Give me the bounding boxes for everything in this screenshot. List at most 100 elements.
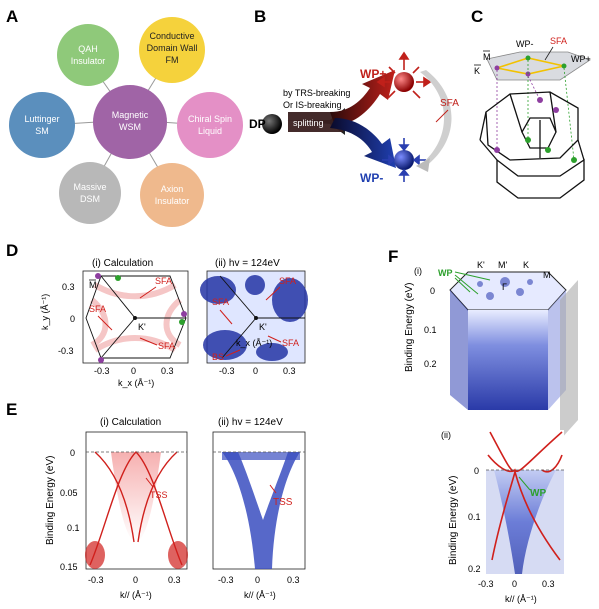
bubble-dsm-line-1: Massive: [73, 182, 106, 192]
d-ii-bs: BS: [212, 352, 224, 362]
panel-f-i: (i) K' M' K M Γ WP 0 0.1 0.2 Binding Ene…: [404, 260, 578, 440]
dp-label: DP: [249, 117, 266, 131]
mech-label-2: Or IS-breaking: [283, 100, 342, 110]
bubble-axion: [140, 163, 204, 227]
d-i-mbar: M: [89, 280, 97, 290]
panel-label-a: A: [6, 7, 18, 26]
f-i-wp: WP: [438, 268, 453, 278]
f-ii-ytick-3: 0.2: [468, 564, 481, 574]
bubble-qah-line-1: QAH: [78, 44, 98, 54]
panel-b-diagram: DP splitting by TRS-breaking Or IS-break…: [249, 51, 459, 185]
d-i-sfa3: SFA: [158, 341, 175, 351]
e-i-xtick-2: 0: [133, 575, 138, 585]
e-ii-xtick-3: 0.3: [287, 575, 300, 585]
panel-a-diagram: Magnetic WSM QAH Insulator Conductive Do…: [9, 17, 243, 227]
panel-label-d: D: [6, 241, 18, 260]
sfa-label-b: SFA: [440, 98, 459, 109]
splitting-label: splitting: [293, 118, 324, 128]
e-i-tss: TSS: [150, 490, 168, 500]
e-i-title: (i) Calculation: [100, 417, 161, 428]
d-ylabel: k_y (Å⁻¹): [40, 294, 50, 330]
panel-label-f: F: [388, 247, 398, 266]
e-i-xtick-1: -0.3: [88, 575, 104, 585]
sfa-label-c: SFA: [550, 36, 567, 46]
f-gamma: Γ: [502, 282, 507, 292]
panel-c-diagram: SFA WP- WP+ K M: [474, 36, 591, 199]
bubble-chiral-line-2: Liquid: [198, 126, 222, 136]
f-ii-xtick-2: 0: [512, 579, 517, 589]
panel-label-e: E: [6, 400, 17, 419]
f-ii-ylabel: Binding Energy (eV): [448, 476, 459, 566]
f-top-m2: M: [543, 270, 551, 280]
bubble-center: [93, 85, 167, 159]
bubble-qah: [57, 24, 119, 86]
f-ii-wp: WP: [530, 488, 546, 499]
panel-label-c: C: [471, 7, 483, 26]
bubble-qah-line-2: Insulator: [71, 56, 106, 66]
bubble-luttinger: [9, 92, 75, 158]
e-i-xtick-3: 0.3: [168, 575, 181, 585]
wp-plus-label: WP+: [360, 67, 386, 81]
f-top-m1: M': [498, 260, 507, 270]
f-ii-xtick-1: -0.3: [478, 579, 494, 589]
d-ii-xlabel: k_x (Å⁻¹): [236, 338, 272, 348]
f-i-ytick-3: 0.2: [424, 359, 437, 369]
e-ii-xlabel: k// (Å⁻¹): [244, 590, 276, 600]
center-line-2: WSM: [119, 122, 141, 132]
f-i-ytick-2: 0.1: [424, 325, 437, 335]
d-i-title: (i) Calculation: [92, 258, 153, 269]
bubble-massive-dsm: [59, 162, 121, 224]
d-ytick-1: 0.3: [62, 282, 75, 292]
d-ii-xtick-1: -0.3: [219, 366, 235, 376]
bubble-chiral-spin: [177, 92, 243, 158]
panel-d-ii: (ii) hv = 124eV K' SFA SFA SFA BS -0.3 0…: [200, 258, 308, 376]
d-i-xtick-1: -0.3: [94, 366, 110, 376]
center-line-1: Magnetic: [112, 110, 149, 120]
mbar-label-c: M: [483, 52, 491, 62]
bubble-axion-line-1: Axion: [161, 184, 184, 194]
e-i-xlabel: k// (Å⁻¹): [120, 590, 152, 600]
d-ii-title: (ii) hv = 124eV: [215, 258, 280, 269]
d-ytick-2: 0: [70, 314, 75, 324]
d-ytick-3: -0.3: [58, 346, 74, 356]
kbar-label-c: K: [474, 66, 480, 76]
f-i-ylabel: Binding Energy (eV): [404, 283, 415, 373]
bubble-lutt-line-1: Luttinger: [24, 114, 59, 124]
d-i-kprime: K': [138, 322, 146, 332]
wp-plus-label-c: WP+: [571, 54, 591, 64]
f-ii-ytick-1: 0: [474, 466, 479, 476]
d-i-sfa1: SFA: [155, 276, 172, 286]
panel-d-i: (i) Calculation K' M SFA SFA SFA 0.3: [40, 258, 189, 388]
bubble-domain-wall: [139, 17, 205, 83]
panel-e-i: (i) Calculation TSS 0 0.05 0.1 0.15 Bind…: [45, 417, 188, 600]
f-i-label: (i): [414, 266, 422, 276]
panel-label-b: B: [254, 7, 266, 26]
e-ytick-3: 0.1: [67, 523, 80, 533]
d-i-sfa2: SFA: [89, 304, 106, 314]
d-i-xtick-2: 0: [131, 366, 136, 376]
f-ii-label: (ii): [441, 430, 451, 440]
d-ii-xtick-3: 0.3: [283, 366, 296, 376]
bubble-dw-line-3: FM: [166, 55, 179, 65]
d-i-xtick-3: 0.3: [161, 366, 174, 376]
e-ytick-1: 0: [70, 448, 75, 458]
e-ii-tss: TSS: [273, 497, 293, 508]
e-ii-xtick-1: -0.3: [218, 575, 234, 585]
bubble-dw-line-2: Domain Wall: [147, 43, 198, 53]
f-ii-ytick-2: 0.1: [468, 512, 481, 522]
d-ii-xtick-2: 0: [253, 366, 258, 376]
d-ii-sfa1: SFA: [279, 276, 296, 286]
mech-label-1: by TRS-breaking: [283, 88, 350, 98]
wp-minus-label-c: WP-: [516, 39, 534, 49]
bubble-dw-line-1: Conductive: [149, 31, 194, 41]
d-ii-kprime: K': [259, 322, 267, 332]
f-i-ytick-1: 0: [430, 286, 435, 296]
f-top-k2: K: [523, 260, 529, 270]
f-ii-xlabel: k// (Å⁻¹): [505, 594, 537, 604]
bubble-dsm-line-2: DSM: [80, 194, 100, 204]
f-top-k1: K': [477, 260, 485, 270]
e-ytick-2: 0.05: [60, 488, 78, 498]
bubble-chiral-line-1: Chiral Spin: [188, 114, 232, 124]
e-ii-xtick-2: 0: [255, 575, 260, 585]
